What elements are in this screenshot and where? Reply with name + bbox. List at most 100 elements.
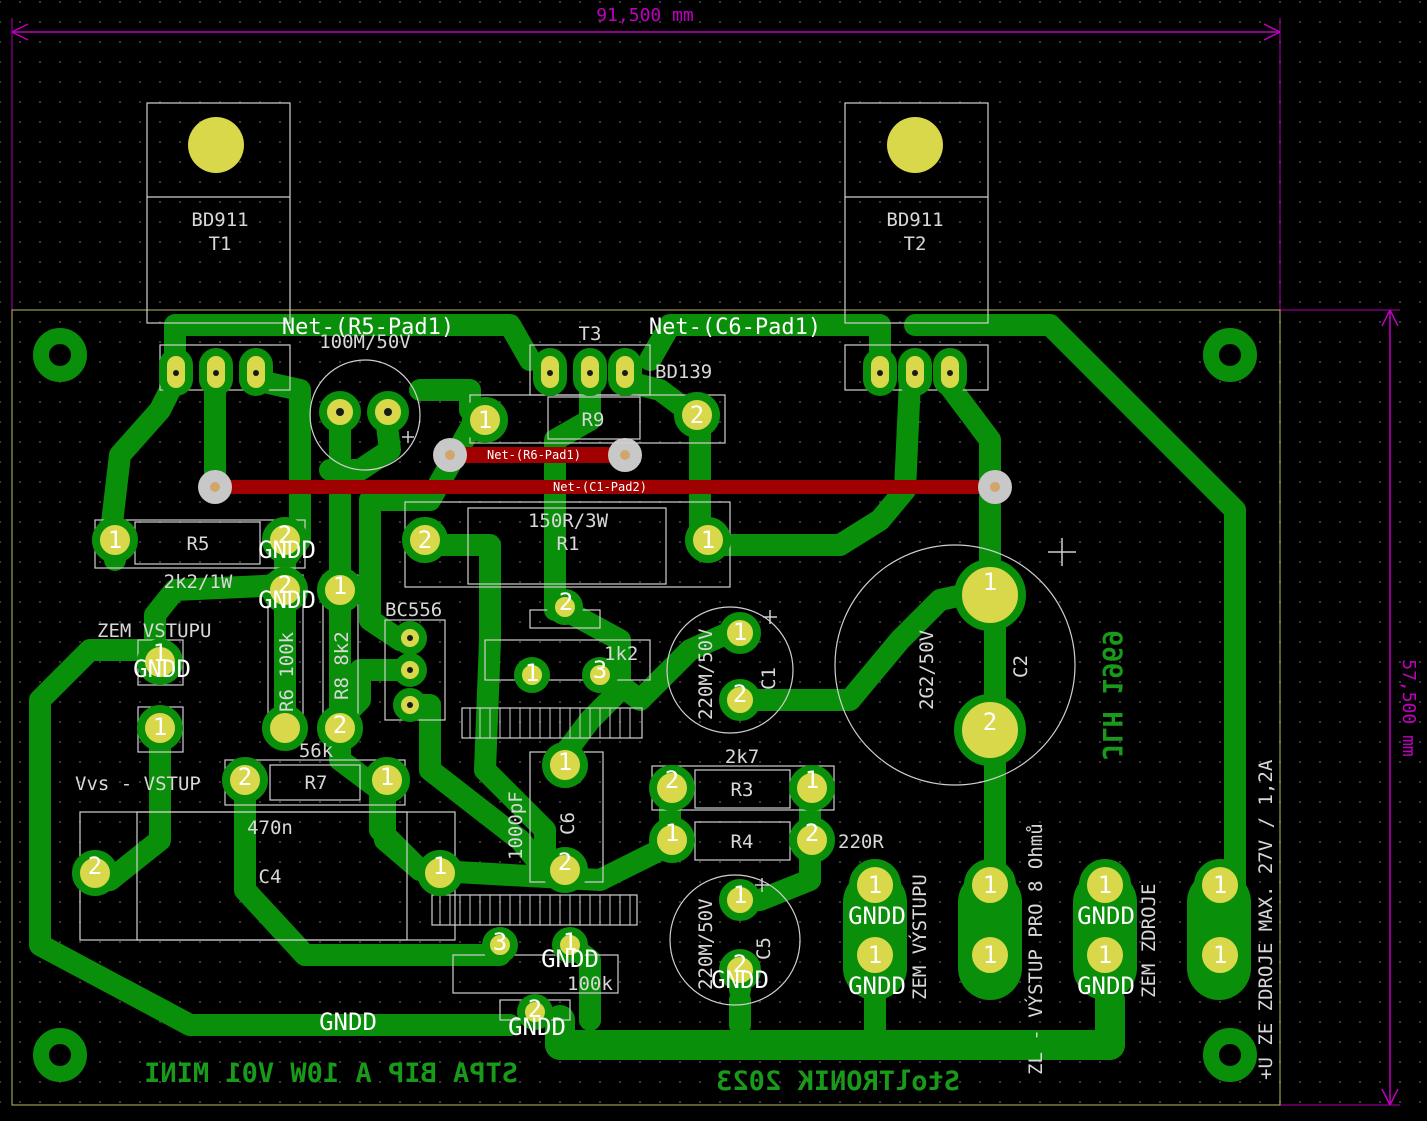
t1-ref: T1 xyxy=(209,233,232,255)
copper-tracks xyxy=(29,314,1246,1060)
brand-text: STPA BIP A 10W V01 MINI xyxy=(144,1058,518,1089)
pad-num: 2 xyxy=(665,766,679,794)
pad-num: 1 xyxy=(153,713,167,741)
gndd-label: GNDD xyxy=(848,902,906,930)
r4-ref: R4 xyxy=(731,831,754,853)
year-text: StolTRONIK 2023 xyxy=(716,1066,960,1097)
pad-num: 2 xyxy=(528,995,542,1023)
mounting-hole-bl xyxy=(33,1028,87,1082)
pad-num: 3 xyxy=(493,928,507,956)
c6-ref: C6 xyxy=(557,812,579,835)
pad-num: 1 xyxy=(478,406,492,434)
pad-num: 2 xyxy=(238,763,252,791)
pad-num: 3 xyxy=(593,656,607,684)
bc556-value: BC556 xyxy=(385,599,442,621)
gndd-label: GNDD xyxy=(508,1013,566,1041)
pad-num: 1 xyxy=(1098,941,1112,969)
pad-num: 2 xyxy=(278,521,292,549)
jumper-tracks: Net-(R6-Pad1) Net-(C1-Pad2) xyxy=(198,438,1012,504)
r8-label: R8 8k2 xyxy=(331,631,353,700)
pad-num: 1 xyxy=(558,748,572,776)
r7-ref: R7 xyxy=(305,772,328,794)
r5-ref: R5 xyxy=(187,533,210,555)
c1-ref: C1 xyxy=(758,667,780,690)
heatsink-fins-top xyxy=(461,707,643,739)
net-label-r6-track: Net-(R6-Pad1) xyxy=(487,448,581,462)
pad-num: 2 xyxy=(333,711,347,739)
r9-ref: R9 xyxy=(582,409,605,431)
vvs-vstup-label: Vvs - VSTUP xyxy=(75,773,201,795)
r6-label: R6 100k xyxy=(276,631,298,712)
r1-ref: R1 xyxy=(557,533,580,555)
c4-value: 470n xyxy=(247,817,293,839)
gndd-label: GNDD xyxy=(319,1008,377,1036)
c1-label: 220M/50V xyxy=(695,628,717,720)
gndd-label: GNDD xyxy=(258,586,316,614)
r3-ref: R3 xyxy=(731,779,754,801)
pad-num: 1 xyxy=(733,618,747,646)
dimension-width: 91,500 mm xyxy=(11,5,1281,310)
pad-num: 2 xyxy=(88,852,102,880)
net-label-c1-track: Net-(C1-Pad2) xyxy=(553,480,647,494)
pad-num: 1 xyxy=(525,659,539,687)
c-top-value: 100M/50V xyxy=(319,331,411,353)
gndd-label: GNDD xyxy=(258,536,316,564)
c2-ref: C2 xyxy=(1010,655,1032,678)
pad-num: 2 xyxy=(418,526,432,554)
r4-value: 220R xyxy=(838,831,884,853)
board-outline xyxy=(11,309,1281,1106)
pad-num: 1 xyxy=(983,871,997,899)
pad-num: 2 xyxy=(559,588,573,616)
pad-numbers: 1 2 2 1 1 2 2 1 2 1 1 2 1 3 1 2 1 2 2 1 … xyxy=(88,401,1227,1023)
pad-num: 1 xyxy=(563,928,577,956)
pad-num: 1 xyxy=(983,941,997,969)
t2-value: BD911 xyxy=(886,209,943,231)
dimension-height: 57,500 mm xyxy=(1280,309,1419,1106)
pad-num: 1 xyxy=(380,763,394,791)
c5-value: 220M/50V xyxy=(695,898,717,990)
pad-num: 1 xyxy=(733,881,747,909)
gndd-label: GNDD xyxy=(133,655,191,683)
t1-value: BD911 xyxy=(191,209,248,231)
polarity-markers xyxy=(402,431,1076,892)
heatsink-fins-bottom xyxy=(439,895,631,925)
pad-num: 1 xyxy=(805,766,819,794)
gndd-label: GNDD xyxy=(848,972,906,1000)
pad-num: 2 xyxy=(278,571,292,599)
pad-num: 2 xyxy=(805,819,819,847)
zl-vystup-label: ZL - VÝSTUP PRO 8 Ohmů xyxy=(1024,823,1047,1075)
pad-num: 1 xyxy=(108,526,122,554)
gndd-pad-labels: GNDD GNDD GNDD GNDD GNDD GNDD GNDD GNDD … xyxy=(133,536,1135,1041)
pad-num: 1 xyxy=(868,871,882,899)
zem-vystupu-label: ZEM VÝSTUPU xyxy=(908,874,931,1000)
gndd-label: GNDD xyxy=(711,966,769,994)
zem-vstupu-label: ZEM VSTUPU xyxy=(97,620,211,642)
net-c6-label: Net-(C6-Pad1) xyxy=(649,315,821,340)
t3-value: BD139 xyxy=(655,361,712,383)
height-dimension-label: 57,500 mm xyxy=(1398,659,1419,757)
trim2-value: 100k xyxy=(567,973,613,995)
zem-zdroje-label: ZEM ZDROJE xyxy=(1138,884,1160,998)
r1-value: 150R/3W xyxy=(528,510,609,532)
r5-value: 2k2/1W xyxy=(164,571,233,593)
net-r5-label: Net-(R5-Pad1) xyxy=(282,315,454,340)
mounting-hole-tr xyxy=(1203,328,1257,382)
r7-value: 56k xyxy=(299,740,334,762)
mounting-hole-tl xyxy=(33,328,87,382)
gndd-label: GNDD xyxy=(541,945,599,973)
pad-num: 2 xyxy=(733,950,747,978)
c4-ref: C4 xyxy=(259,866,282,888)
pad-num: 1 xyxy=(983,568,997,596)
copper-text: STPA BIP A 10W V01 MINI StolTRONIK 2023 … xyxy=(144,630,1127,1097)
pad-num: 2 xyxy=(733,680,747,708)
pad-num: 1 xyxy=(1213,871,1227,899)
pad-num: 2 xyxy=(558,848,572,876)
pad-num: 1 xyxy=(701,526,715,554)
trim1-value: 1k2 xyxy=(604,643,638,665)
pad-num: 1 xyxy=(153,639,167,667)
c5-ref: C5 xyxy=(753,937,775,960)
pad-holes xyxy=(173,370,953,708)
width-dimension-label: 91,500 mm xyxy=(596,5,694,26)
pad-num: 2 xyxy=(690,401,704,429)
